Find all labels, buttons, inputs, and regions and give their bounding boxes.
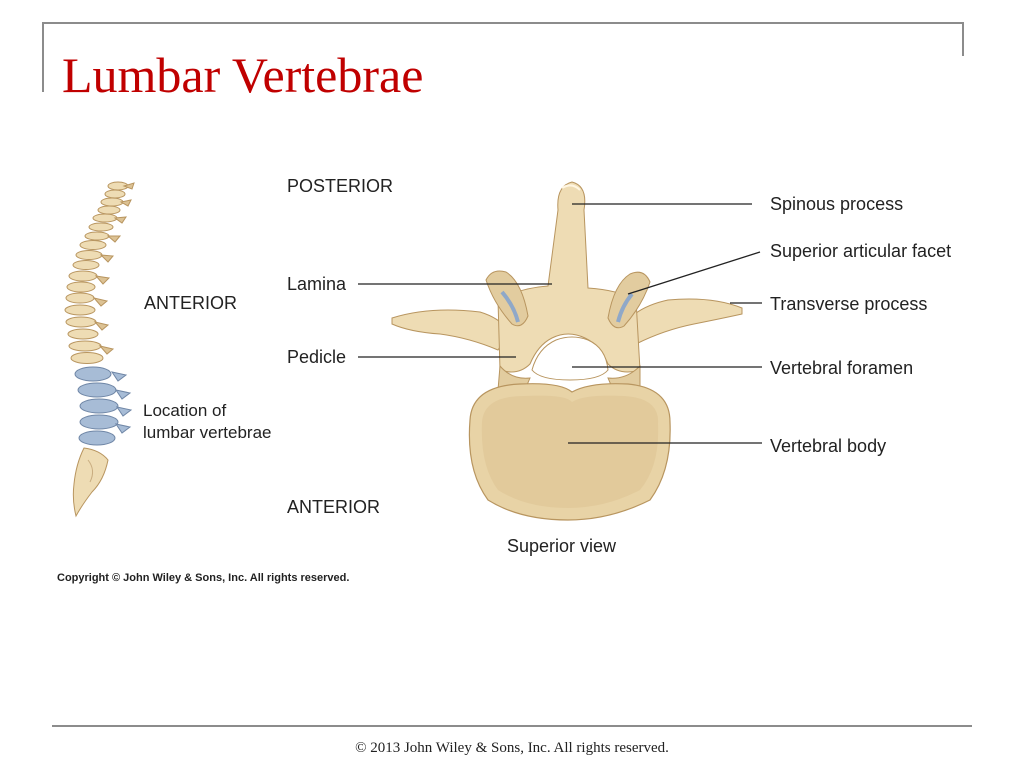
spine-anterior-label: ANTERIOR <box>144 293 238 313</box>
frame-bottom-rule <box>52 725 972 727</box>
vertebra-anterior-label: ANTERIOR <box>287 497 381 517</box>
label-spinous-process: Spinous process <box>770 194 904 214</box>
figure-copyright: Copyright © John Wiley & Sons, Inc. All … <box>57 572 350 584</box>
slide-title: Lumbar Vertebrae <box>62 47 424 103</box>
leader-superior-articular-facet <box>627 251 761 295</box>
slide-footer: © 2013 John Wiley & Sons, Inc. All right… <box>355 740 669 756</box>
frame-left-rule <box>42 22 44 92</box>
spine-illustration <box>64 181 135 518</box>
spine-caption-line1: Location of <box>143 401 227 420</box>
superior-view-caption: Superior view <box>507 536 617 556</box>
frame-top-rule <box>42 22 964 24</box>
leader-lines <box>358 203 762 444</box>
label-superior-articular-facet: Superior articular facet <box>770 241 952 261</box>
label-vertebral-foramen: Vertebral foramen <box>770 358 914 378</box>
frame-right-rule <box>962 22 964 56</box>
label-transverse-process: Transverse process <box>770 294 928 314</box>
posterior-label: POSTERIOR <box>287 176 394 196</box>
label-vertebral-body: Vertebral body <box>770 436 887 456</box>
label-pedicle: Pedicle <box>287 347 347 367</box>
vertebra-illustration <box>391 181 743 521</box>
label-lamina: Lamina <box>287 274 347 294</box>
spine-caption-line2: lumbar vertebrae <box>143 423 272 442</box>
